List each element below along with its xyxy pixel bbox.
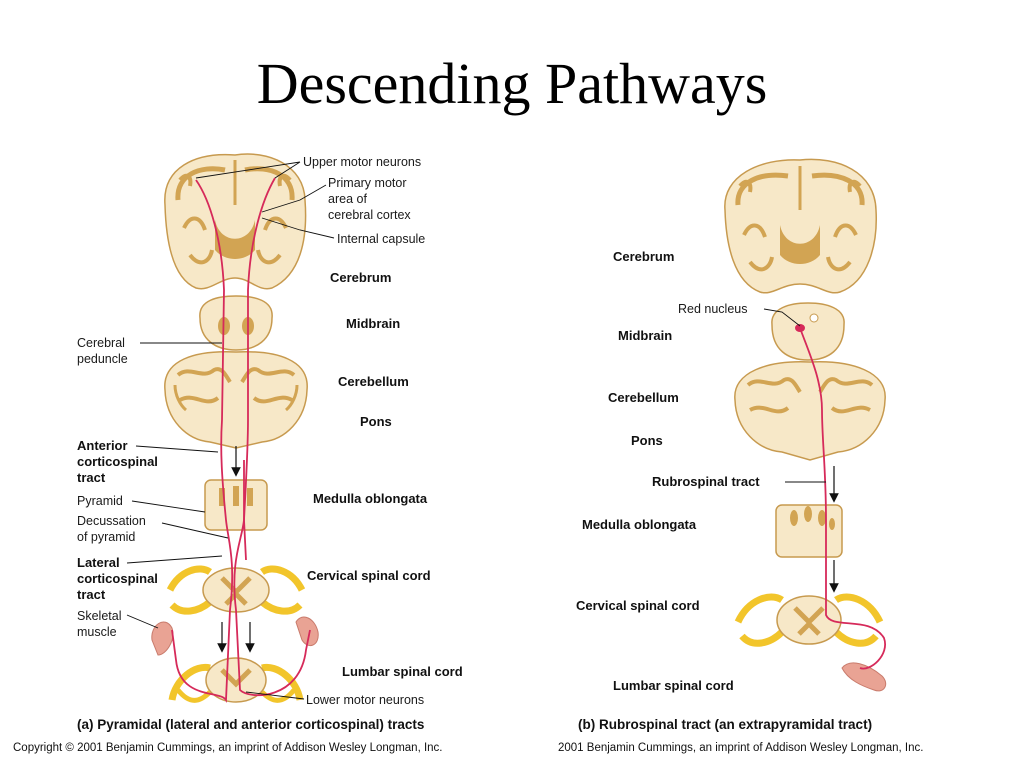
panel-b-cerebellum-section [734, 361, 886, 461]
region-b-midbrain: Midbrain [618, 328, 672, 343]
panel-b-figure [724, 158, 887, 692]
label-skeletal-muscle-line-1: Skeletal [77, 609, 121, 623]
panel-a-cervical-cord [166, 565, 306, 615]
region-b-cervical: Cervical spinal cord [576, 598, 700, 613]
region-a-cerebellum: Cerebellum [338, 374, 409, 389]
region-b-cerebellum: Cerebellum [608, 390, 679, 405]
panel-a-lumbar-cord [168, 657, 304, 703]
region-a-medulla: Medulla oblongata [313, 491, 428, 506]
panel-a-skeletal-muscle-left [151, 621, 174, 656]
label-anterior-cst-line-3: tract [77, 470, 106, 485]
label-lateral-cst-line-3: tract [77, 587, 106, 602]
region-a-pons: Pons [360, 414, 392, 429]
label-rubrospinal-tract: Rubrospinal tract [652, 474, 760, 489]
panel-b-copyright: 2001 Benjamin Cummings, an imprint of Ad… [558, 742, 923, 754]
label-decussation-line-1: Decussation [77, 514, 146, 528]
label-skeletal-muscle-line-2: muscle [77, 625, 117, 639]
label-red-nucleus: Red nucleus [678, 302, 748, 316]
region-a-midbrain: Midbrain [346, 316, 400, 331]
slide-title: Descending Pathways [256, 51, 768, 116]
region-b-cerebrum: Cerebrum [613, 249, 674, 264]
panel-a-skeletal-muscle-right [295, 616, 319, 647]
label-cerebral-peduncle-line-1: Cerebral [77, 336, 125, 350]
panel-b-midbrain-section [771, 302, 845, 361]
label-cerebral-peduncle-line-2: peduncle [77, 352, 128, 366]
region-b-medulla: Medulla oblongata [582, 517, 697, 532]
label-anterior-cst-line-2: corticospinal [77, 454, 158, 469]
panel-a-leader-lines [126, 161, 335, 700]
region-a-lumbar: Lumbar spinal cord [342, 664, 463, 679]
label-anterior-cst-line-1: Anterior [77, 438, 128, 453]
panel-a-copyright: Copyright © 2001 Benjamin Cummings, an i… [13, 742, 443, 754]
panel-a-figure [126, 153, 335, 704]
label-decussation-line-2: of pyramid [77, 530, 135, 544]
label-internal-capsule: Internal capsule [337, 232, 425, 246]
panel-a-cerebrum-section [164, 153, 307, 290]
region-a-cervical: Cervical spinal cord [307, 568, 431, 583]
panel-b-leader-lines [763, 308, 826, 483]
panel-a-midbrain-section [199, 295, 273, 351]
panel-a-corticospinal-pathways [171, 177, 311, 704]
label-primary-motor-line-1: Primary motor [328, 176, 406, 190]
panel-b-medulla-section [775, 504, 843, 558]
label-primary-motor-line-3: cerebral cortex [328, 208, 411, 222]
panel-b-caption: (b) Rubrospinal tract (an extrapyramidal… [578, 717, 872, 732]
label-upper-motor-neurons: Upper motor neurons [303, 155, 421, 169]
label-primary-motor-line-2: area of [328, 192, 367, 206]
panel-b-cervical-cord [734, 593, 884, 647]
region-b-pons: Pons [631, 433, 663, 448]
region-a-cerebrum: Cerebrum [330, 270, 391, 285]
label-pyramid: Pyramid [77, 494, 123, 508]
panel-b-skeletal-muscle [841, 662, 887, 692]
panel-b-cerebrum-section [724, 158, 877, 294]
panel-a-cerebellum-section [164, 351, 308, 449]
panel-a-medulla-section [204, 479, 268, 531]
region-b-lumbar: Lumbar spinal cord [613, 678, 734, 693]
panel-b-rubrospinal-pathway [799, 327, 886, 670]
label-lateral-cst-line-1: Lateral [77, 555, 120, 570]
label-lower-motor-neurons: Lower motor neurons [306, 693, 424, 707]
label-lateral-cst-line-2: corticospinal [77, 571, 158, 586]
panel-a-caption: (a) Pyramidal (lateral and anterior cort… [77, 717, 424, 732]
